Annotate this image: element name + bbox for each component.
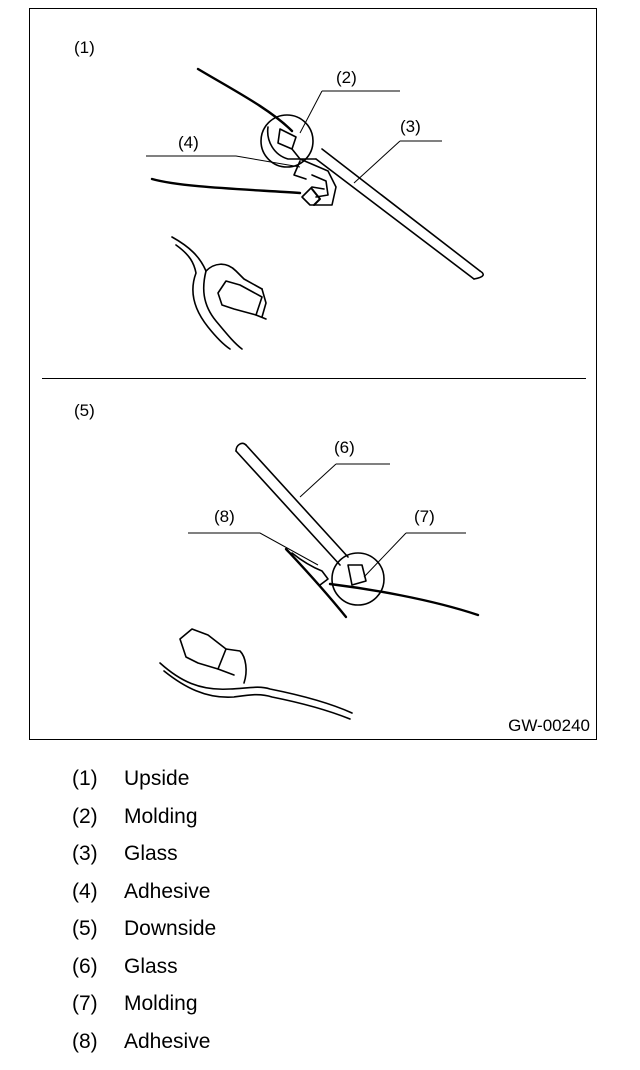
- legend-item: (8) Adhesive: [72, 1029, 492, 1067]
- upper-adhesive-line: [150, 177, 302, 195]
- legend-item: (1) Upside: [72, 766, 492, 804]
- legend-number: (1): [72, 767, 98, 790]
- upper-inset-body: [171, 236, 243, 350]
- callout-glass-upper: (3): [400, 117, 421, 136]
- legend-label: Glass: [124, 954, 178, 978]
- upper-glass-bottom-edge: [315, 158, 475, 280]
- legend-number: (2): [72, 804, 98, 828]
- lower-glass-end: [235, 442, 247, 452]
- upper-view-label: (1): [74, 38, 95, 57]
- callout-molding-lower: (7): [414, 507, 435, 526]
- legend-item: (5) Downside: [72, 916, 492, 954]
- upper-molding-detail: [277, 128, 297, 150]
- body-panel-line: [196, 67, 294, 133]
- callout-adhesive-lower: (8): [214, 507, 235, 526]
- legend-item: (6) Glass: [72, 954, 492, 992]
- figure-id: GW-00240: [508, 716, 590, 735]
- lower-body-panel-line: [328, 582, 480, 617]
- legend-item: (2) Molding: [72, 804, 492, 842]
- legend-number: (6): [72, 954, 98, 978]
- legend-label: Adhesive: [124, 879, 211, 903]
- lower-inset-body: [159, 662, 353, 714]
- upper-magnifier-circle: [260, 114, 314, 168]
- legend-item: (3) Glass: [72, 841, 492, 879]
- legend-label: Downside: [124, 917, 217, 940]
- legend-number: (5): [72, 917, 98, 940]
- callout-glass-lower: (6): [334, 438, 355, 457]
- lower-magnifier-circle: [331, 552, 385, 606]
- lower-view-label: (5): [74, 401, 95, 420]
- legend-number: (8): [72, 1029, 98, 1053]
- legend: (1) Upside (2) Molding (3) Glass (4) Adh…: [72, 766, 492, 1066]
- legend-number: (3): [72, 842, 98, 865]
- legend-item: (7) Molding: [72, 991, 492, 1029]
- legend-number: (4): [72, 879, 98, 903]
- lower-glass-left-edge: [235, 450, 341, 566]
- legend-label: Adhesive: [124, 1029, 211, 1053]
- diagram-drawing: [146, 67, 484, 720]
- legend-label: Glass: [124, 842, 178, 865]
- callout-adhesive-upper: (4): [178, 133, 199, 152]
- legend-label: Molding: [124, 992, 198, 1015]
- legend-item: (4) Adhesive: [72, 879, 492, 917]
- view-divider: [42, 378, 586, 379]
- upper-glass-end: [473, 270, 484, 280]
- lower-molding-detail: [347, 564, 367, 586]
- installation-diagram: (1) (2) (3) (4) (5) (6) (7) (8) GW-00240: [29, 8, 597, 740]
- legend-number: (7): [72, 992, 98, 1015]
- legend-label: Molding: [124, 804, 198, 828]
- lower-glass-right-edge: [245, 444, 349, 558]
- upper-glass-top-edge: [321, 148, 481, 272]
- legend-label: Upside: [124, 767, 190, 790]
- callout-molding-upper: (2): [336, 68, 357, 87]
- lower-adhesive-bead: [291, 552, 329, 586]
